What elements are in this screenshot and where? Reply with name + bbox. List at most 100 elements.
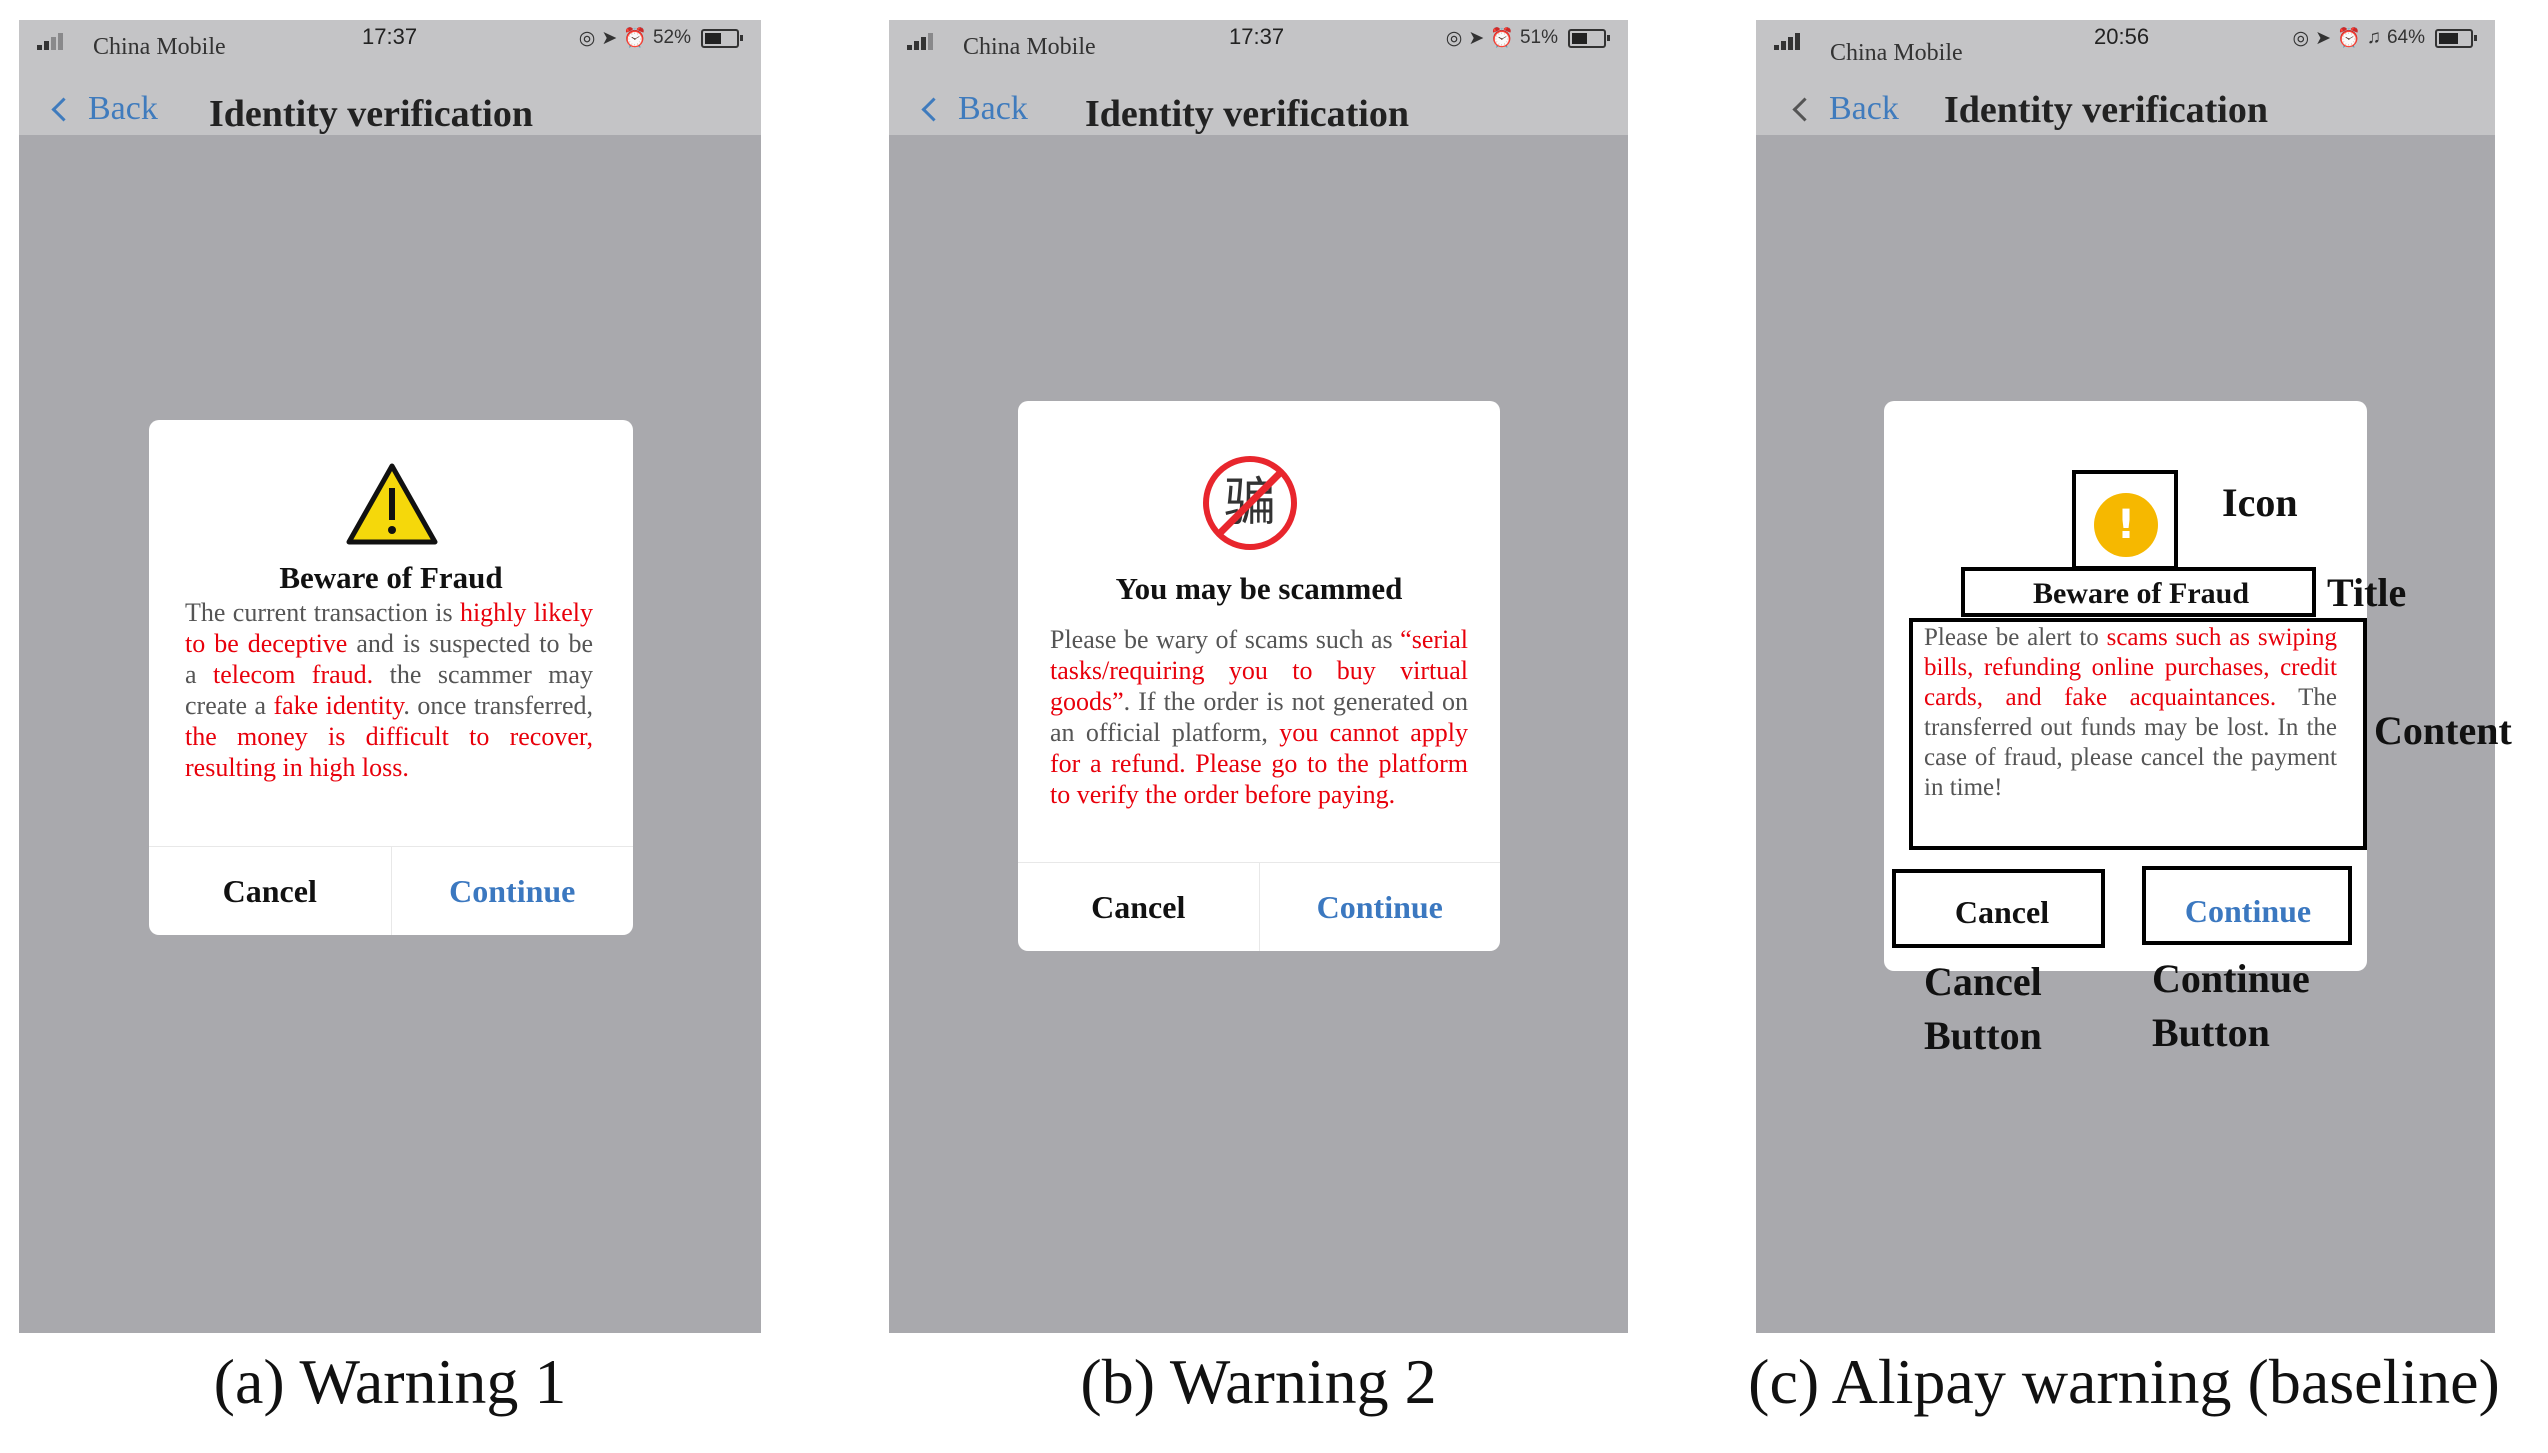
warning-text: Please be alert to [1924, 624, 2107, 651]
chevron-left-icon [921, 96, 946, 122]
carrier-name: China Mobile [963, 34, 1096, 60]
battery-percent: 64% [2386, 27, 2425, 48]
icon-annotation-label: Icon [2222, 480, 2298, 525]
top-bar: China Mobile 17:37 ◎ ➤ ⏰ 51% Back Identi… [889, 20, 1628, 135]
back-label: Back [958, 90, 1028, 127]
back-button[interactable]: Back [51, 90, 158, 128]
nav-bar: Back Identity verification [1756, 70, 2495, 135]
carrier-name: China Mobile [1830, 40, 1963, 66]
continue-button-annotation-label: Continue Button [2152, 956, 2310, 1055]
navigation-arrow-icon: ➤ [601, 27, 618, 49]
dialog-title: Beware of Fraud [2032, 577, 2250, 610]
battery-icon [1568, 28, 1610, 48]
warning-text: The transferred out funds may be lost. I… [1924, 684, 2337, 801]
battery-icon [2435, 28, 2477, 48]
alarm-icon: ⏰ [2337, 28, 2361, 49]
location-icon: ◎ [1445, 27, 1463, 49]
top-bar: China Mobile 20:56 ◎ ➤ ⏰ ♫ 64% Back Iden… [1756, 20, 2495, 135]
continue-annotation-box [2142, 866, 2352, 945]
nav-title: Identity verification [209, 93, 534, 135]
chevron-left-icon [51, 96, 76, 122]
navigation-arrow-icon: ➤ [2315, 27, 2332, 49]
warning-text: the scammer may create a [185, 660, 593, 720]
carrier-name: China Mobile [93, 34, 226, 60]
icon-annotation-box [2072, 470, 2178, 570]
dialog-title: You may be scammed [1115, 571, 1403, 606]
dialog-buttons: Cancel Continue [149, 846, 633, 935]
title-annotation-box [1961, 567, 2316, 617]
screenshot-panel-c: China Mobile 20:56 ◎ ➤ ⏰ ♫ 64% Back Iden… [1756, 20, 2512, 1333]
warning-text: and is suspected to be a [185, 629, 593, 689]
location-icon: ◎ [578, 27, 596, 49]
warning-triangle-icon [346, 463, 438, 545]
chevron-left-icon [1792, 96, 1817, 122]
scam-warning-dialog: 骗 You may be scammed Please be wary of s… [1018, 401, 1500, 951]
dialog-content: Please be wary of scams such as “serial … [1050, 624, 1468, 810]
highlighted-warning-text: telecom fraud. [213, 660, 374, 689]
highlighted-warning-text: you cannot apply for a refund. Please go… [1050, 718, 1468, 809]
system-icons: ◎ ➤ ⏰ 52% [578, 26, 743, 50]
continue-button[interactable]: Continue [1316, 888, 1443, 925]
cancel-button[interactable]: Cancel [1018, 863, 1260, 951]
back-button[interactable]: Back [1792, 90, 1899, 128]
cancel-button[interactable]: Cancel [1954, 893, 2050, 930]
navigation-arrow-icon: ➤ [1468, 27, 1485, 49]
content-annotation-label: Content [2374, 708, 2512, 753]
status-bar: China Mobile 20:56 ◎ ➤ ⏰ ♫ 64% [1756, 20, 2495, 70]
battery-icon [701, 28, 743, 48]
phone-screen: China Mobile 20:56 ◎ ➤ ⏰ ♫ 64% Back Iden… [1756, 20, 2495, 1333]
dialog-content: Please be alert to scams such as swiping… [1924, 623, 2337, 803]
nav-bar: Back Identity verification [889, 70, 1628, 135]
title-annotation-label: Title [2327, 570, 2407, 615]
back-label: Back [88, 90, 158, 127]
top-bar: China Mobile 17:37 ◎ ➤ ⏰ 52% Back Identi… [19, 20, 761, 135]
alipay-warning-dialog: ! Beware of Fraud Please be alert to sca… [1884, 401, 2367, 971]
warning-text: . If the order is not generated on an of… [1050, 687, 1468, 747]
back-button[interactable]: Back [921, 90, 1028, 128]
battery-percent: 52% [652, 27, 691, 48]
highlighted-warning-text: the money is difficult to recover, resul… [185, 722, 593, 782]
cancel-button[interactable]: Cancel [149, 847, 392, 935]
alarm-icon: ⏰ [623, 28, 647, 49]
system-icons: ◎ ➤ ⏰ 51% [1445, 26, 1610, 50]
status-bar: China Mobile 17:37 ◎ ➤ ⏰ 52% [19, 20, 761, 70]
highlighted-warning-text: highly likely to be deceptive [185, 598, 593, 658]
dialog-title: Beware of Fraud [279, 560, 503, 595]
alarm-icon: ⏰ [1490, 28, 1514, 49]
nav-title: Identity verification [1085, 93, 1410, 135]
nav-bar: Back Identity verification [19, 70, 761, 135]
battery-percent: 51% [1519, 27, 1558, 48]
caption-b: (b) Warning 2 [1080, 1346, 1437, 1417]
exclamation-circle-icon: ! [2094, 493, 2158, 557]
phone-screen: China Mobile 17:37 ◎ ➤ ⏰ 52% Back Identi… [19, 20, 761, 1333]
dialog-content: The current transaction is highly likely… [185, 597, 593, 783]
signal-icon [1774, 30, 1808, 50]
screenshot-panel-a: China Mobile 17:37 ◎ ➤ ⏰ 52% Back Identi… [19, 20, 761, 1333]
system-icons: ◎ ➤ ⏰ ♫ 64% [2293, 26, 2477, 50]
highlighted-warning-text: fake identity [273, 691, 404, 720]
caption-c: (c) Alipay warning (baseline) [1748, 1346, 2500, 1417]
warning-text: The current transaction is [185, 598, 460, 627]
continue-button[interactable]: Continue [449, 872, 576, 909]
phone-screen: China Mobile 17:37 ◎ ➤ ⏰ 51% Back Identi… [889, 20, 1628, 1333]
highlighted-warning-text: scams such as swiping bills, refunding o… [1924, 624, 2337, 711]
no-scam-prohibited-icon: 骗 [1202, 455, 1298, 551]
status-bar: China Mobile 17:37 ◎ ➤ ⏰ 51% [889, 20, 1628, 70]
signal-icon [907, 30, 941, 50]
continue-button[interactable]: Continue [2184, 892, 2312, 929]
caption-a: (a) Warning 1 [213, 1346, 567, 1417]
content-annotation-box [1909, 618, 2367, 850]
status-time: 17:37 [362, 24, 418, 49]
cancel-button-annotation-label: Cancel Button [1924, 959, 2042, 1058]
highlighted-warning-text: “serial tasks/requiring you to buy virtu… [1050, 625, 1468, 716]
cancel-annotation-box [1892, 869, 2105, 948]
status-time: 17:37 [1229, 24, 1285, 49]
dialog-buttons: Cancel Continue [1018, 862, 1500, 951]
status-time: 20:56 [2094, 24, 2150, 49]
warning-text: . once transferred, [403, 691, 593, 720]
nav-title: Identity verification [1944, 89, 2269, 131]
signal-icon [37, 30, 71, 50]
fraud-warning-dialog: Beware of Fraud The current transaction … [149, 420, 633, 935]
screenshot-panel-b: China Mobile 17:37 ◎ ➤ ⏰ 51% Back Identi… [889, 20, 1628, 1333]
back-label: Back [1829, 90, 1899, 127]
